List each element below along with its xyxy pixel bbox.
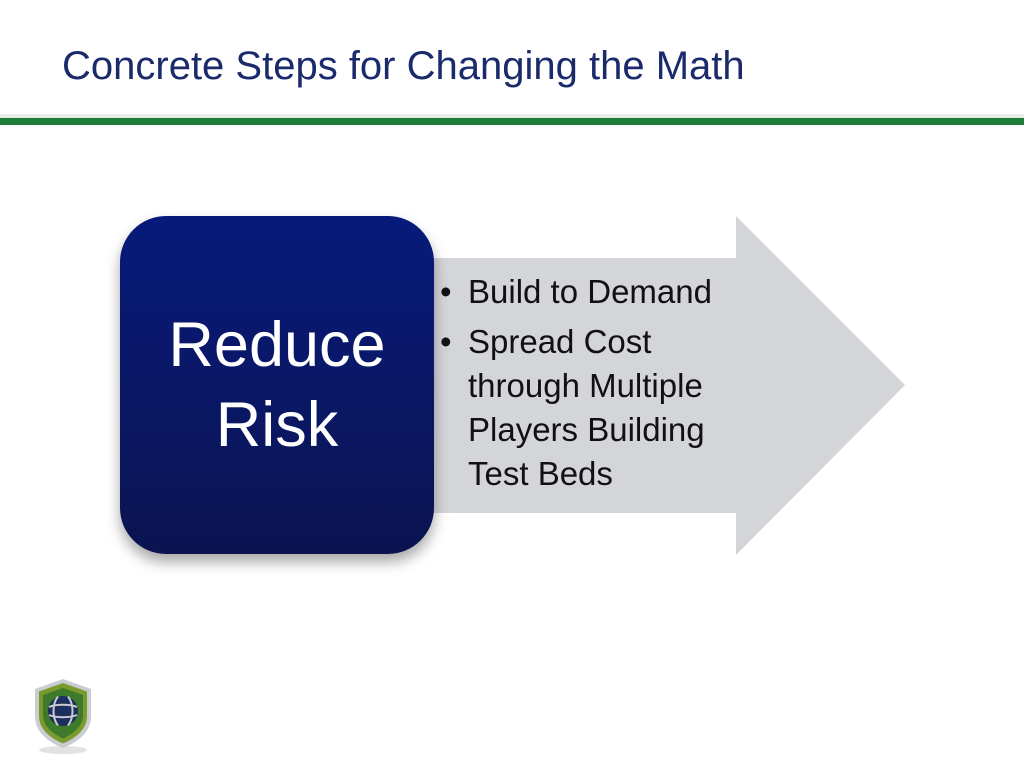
shield-globe-icon <box>35 679 91 754</box>
bullet-item: • Spread Cost through Multiple Players B… <box>440 320 760 496</box>
bullet-item: • Build to Demand <box>440 270 760 314</box>
bullet-text: Spread Cost through Multiple Players Bui… <box>468 323 705 492</box>
bullet-list: • Build to Demand • Spread Cost through … <box>440 270 760 502</box>
reduce-risk-box: Reduce Risk <box>120 216 434 554</box>
header-rule <box>0 118 1024 125</box>
bullet-dot-icon: • <box>440 273 452 310</box>
slide-title: Concrete Steps for Changing the Math <box>62 44 745 88</box>
bullet-text: Build to Demand <box>468 273 712 310</box>
bullet-dot-icon: • <box>440 323 452 360</box>
box-label: Reduce Risk <box>168 310 386 460</box>
arrow-body <box>300 216 905 555</box>
header-rule-light <box>0 114 1024 118</box>
